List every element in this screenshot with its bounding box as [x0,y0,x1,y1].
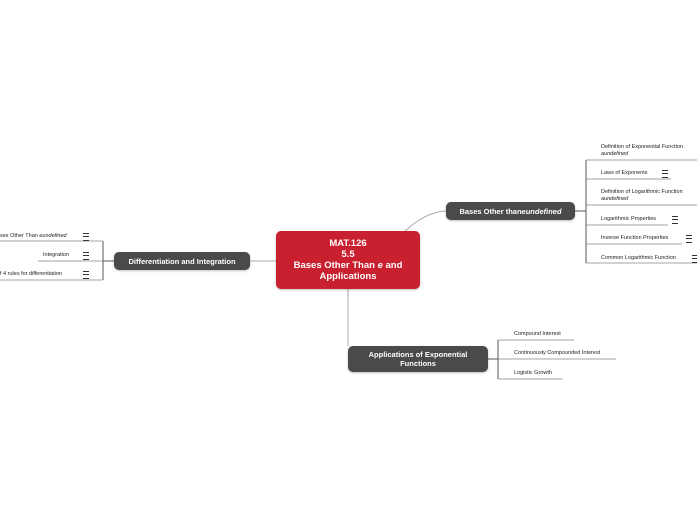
subtopic-inverse-function-properties[interactable]: Inverse Function Properties [601,235,669,241]
central-line-2: 5.5 [341,249,355,260]
topic-bases-other-than[interactable]: Bases Other than eundefined [446,202,575,220]
central-line-3: Bases Other Than e and [293,260,403,271]
subtopic-common-log-function[interactable]: Common Logarithmic Function [601,255,676,261]
note-icon[interactable] [662,170,668,178]
subtopic-compound-interest[interactable]: Compound Interest [514,331,561,337]
note-icon[interactable] [672,216,678,224]
central-topic[interactable]: MAT.126 5.5 Bases Other Than e and Appli… [276,231,420,289]
subtopic-log-properties[interactable]: Logarithmic Properties [601,216,657,222]
subtopic-logistic-growth[interactable]: Logistic Growth [514,370,552,376]
topic-applications[interactable]: Applications of Exponential Functions [348,346,488,372]
note-icon[interactable] [83,271,89,279]
central-line-1: MAT.126 [329,238,367,249]
subtopic-integration[interactable]: Integration [43,252,69,258]
central-line-4: Applications [319,271,377,282]
subtopic-def-exponential[interactable]: Definition of Exponential Function aunde… [601,144,683,157]
subtopic-def-logarithmic[interactable]: Definition of Logarithmic Function aunde… [601,189,683,202]
topic-differentiation-integration[interactable]: Differentiation and Integration [114,252,250,270]
subtopic-bases-other-than[interactable]: ses Other Than eundefined [0,233,67,239]
subtopic-rules-differentiation[interactable]: f 4 rules for differentiation [0,271,62,277]
note-icon[interactable] [686,235,692,243]
subtopic-continuously-compounded[interactable]: Continuously Compounded Interest [514,350,601,356]
note-icon[interactable] [83,233,89,241]
note-icon[interactable] [692,255,697,263]
note-icon[interactable] [83,252,89,260]
subtopic-laws-of-exponents[interactable]: Laws of Exponents [601,170,648,176]
